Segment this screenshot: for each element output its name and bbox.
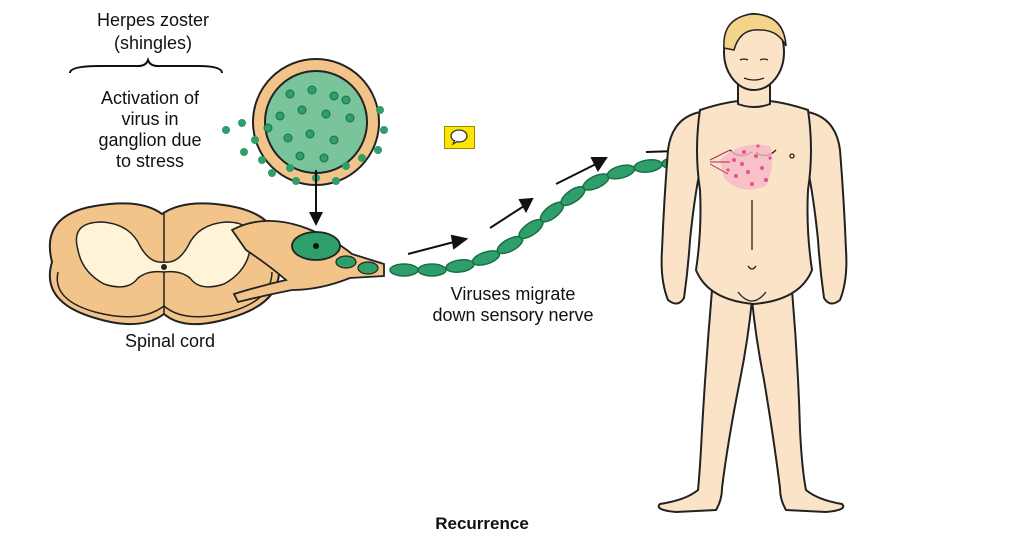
migrate-line: down sensory nerve — [432, 305, 594, 325]
migrate-label: Viruses migrate down sensory nerve — [393, 284, 633, 326]
activation-arrow — [309, 170, 323, 226]
activation-line: ganglion due — [98, 130, 202, 150]
activation-label: Activation of virus in ganglion due to s… — [50, 88, 250, 172]
title-line-2: (shingles) — [113, 33, 193, 53]
migrate-line: Viruses migrate — [450, 284, 576, 304]
title-brace — [69, 56, 223, 74]
spinal-cord-label: Spinal cord — [124, 331, 216, 351]
shingles-rash — [709, 144, 773, 190]
speech-bubble-icon — [450, 129, 468, 146]
nerve-root — [230, 219, 385, 304]
title-line-1: Herpes zoster — [96, 10, 210, 30]
human-figure — [657, 13, 848, 514]
comment-note-icon[interactable] — [444, 126, 475, 149]
activation-line: Activation of — [100, 88, 200, 108]
spinal-cord — [48, 202, 280, 326]
activation-line: to stress — [115, 151, 185, 171]
released-viruses — [222, 106, 388, 185]
sensory-nerve — [389, 155, 716, 277]
hair — [723, 13, 787, 51]
caption: Recurrence — [435, 514, 529, 533]
infected-cell — [252, 58, 380, 186]
activation-line: virus in — [121, 109, 179, 129]
